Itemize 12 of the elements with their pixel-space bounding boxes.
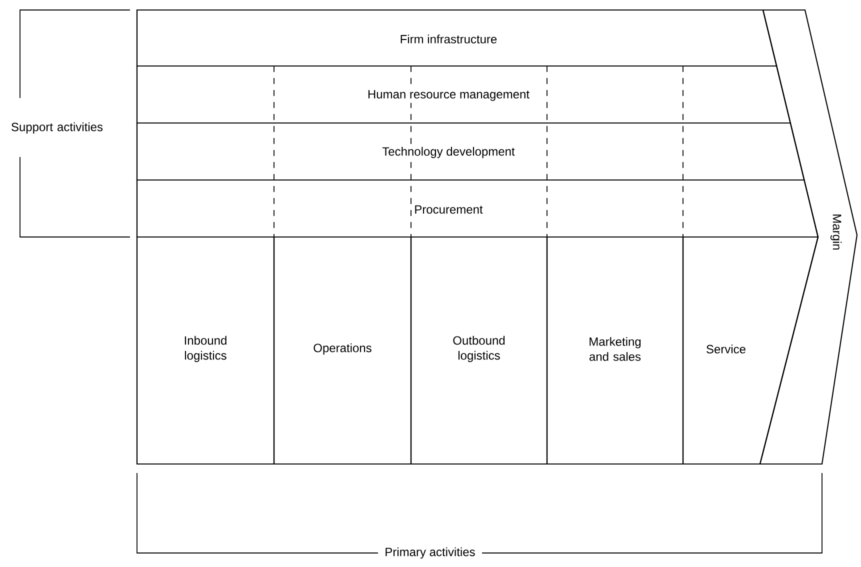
- activity-band: Firm infrastructure: [136, 9, 778, 67]
- activity-band: Procurement: [136, 179, 819, 238]
- activity-band: Human resource management: [136, 65, 792, 124]
- activity-cell: Service: [682, 236, 819, 465]
- margin-chevron: Margin: [759, 9, 858, 465]
- activity-cell: Operations: [273, 236, 412, 465]
- bracket-label: Support activities: [12, 122, 103, 134]
- bracket-label: Primary activities: [386, 547, 475, 559]
- activity-cell: Outbound logistics: [410, 236, 548, 465]
- activity-cell: Inbound logistics: [136, 236, 275, 465]
- activity-band: Technology development: [136, 122, 805, 181]
- activity-cell: Marketing and sales: [546, 236, 684, 465]
